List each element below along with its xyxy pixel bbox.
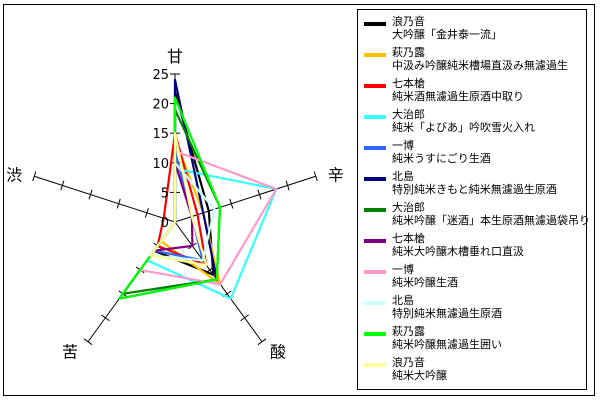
- legend-series-subname: 純米大吟醸木槽垂れ口直汲: [392, 245, 524, 258]
- legend-swatch: [364, 146, 386, 150]
- legend-series-name: 七本槍: [392, 77, 425, 90]
- legend-series-subname: 純米酒無濾過生原酒中取り: [392, 90, 524, 103]
- legend-swatch: [364, 115, 386, 119]
- legend-series-subname: 特別純米無濾過生原酒: [392, 307, 502, 320]
- axis-tick-3-5: [83, 338, 93, 346]
- legend-swatch: [364, 208, 386, 212]
- legend-swatch: [364, 22, 386, 26]
- axis-tick-1-2: [229, 198, 234, 209]
- legend-series-name: 一博: [392, 139, 414, 152]
- tick-label: 20: [152, 98, 169, 113]
- legend-series-name: 北島: [392, 294, 414, 307]
- legend-series-name: 萩乃露: [392, 325, 425, 338]
- series-layer: [118, 78, 278, 300]
- legend-swatch: [364, 301, 386, 305]
- legend: 浪乃音大吟醸「金井泰一流」萩乃露中汲み吟醸純米槽場直汲み無濾過生七本槍純米酒無濾…: [357, 9, 590, 390]
- legend-swatch: [364, 84, 386, 88]
- axis-tick-4-4: [60, 180, 65, 191]
- legend-series-subname: 純米吟醸無濾過生囲い: [392, 338, 502, 351]
- legend-series-subname: 特別純米きもと純米無濾過生原酒: [392, 183, 557, 196]
- axis-line-4: [34, 175, 176, 223]
- legend-swatch: [364, 239, 386, 243]
- axis-tick-2-4: [240, 314, 249, 322]
- legend-series-subname: 純米「よびあ」吟吹雪火入れ: [392, 121, 535, 134]
- tick-label-layer: 0 5 10 15 20 25: [152, 68, 169, 231]
- legend-series-name: 浪乃音: [392, 15, 425, 28]
- legend-swatch: [364, 177, 386, 181]
- axis-tick-1-5: [313, 171, 318, 182]
- legend-series-name: 北島: [392, 170, 414, 183]
- legend-series-subname: 純米吟醸「迷酒」本生原酒無濾過袋吊り: [392, 214, 590, 227]
- axis-tick-1-4: [285, 180, 290, 191]
- tick-label: 25: [152, 68, 169, 83]
- legend-series-name: 一博: [392, 263, 414, 276]
- legend-swatch: [364, 53, 386, 57]
- tick-label: 0: [161, 216, 169, 231]
- axis-label-1: 辛: [328, 165, 344, 184]
- legend-series-subname: 純米うすにごり生酒: [392, 152, 491, 165]
- axis-label-4: 渋: [6, 165, 22, 184]
- tick-label: 15: [152, 127, 169, 142]
- tick-label: 5: [161, 186, 169, 201]
- series-line-11: [149, 132, 208, 267]
- legend-series-subname: 純米吟醸生酒: [392, 276, 458, 289]
- axis-tick-1-3: [257, 189, 262, 200]
- legend-swatch: [364, 270, 386, 274]
- axis-tick-4-2: [116, 198, 121, 209]
- legend-series-subname: 中汲み吟醸純米槽場直汲み無濾過生: [392, 59, 568, 72]
- axis-tick-2-5: [257, 338, 267, 346]
- legend-series-name: 大治郎: [392, 108, 425, 121]
- legend-swatch: [364, 363, 386, 367]
- legend-series-subname: 純米大吟醸: [392, 369, 447, 382]
- axis-tick-4-3: [88, 189, 93, 200]
- legend-swatch: [364, 332, 386, 336]
- axis-label-0: 甘: [167, 47, 183, 66]
- legend-series-name: 大治郎: [392, 201, 425, 214]
- tick-label: 10: [152, 157, 169, 172]
- legend-series-name: 浪乃音: [392, 356, 425, 369]
- axis-tick-4-5: [32, 171, 37, 182]
- axis-label-layer: 甘辛酸 苦 渋: [6, 47, 344, 362]
- legend-series-subname: 大吟醸「金井泰一流」: [392, 28, 502, 41]
- legend-series-name: 萩乃露: [392, 46, 425, 59]
- axis-tick-4-1: [144, 207, 149, 218]
- legend-series-name: 七本槍: [392, 232, 425, 245]
- axis-label-3: 苦: [62, 343, 78, 362]
- axis-label-2: 酸: [270, 343, 286, 362]
- axis-tick-3-4: [101, 314, 110, 322]
